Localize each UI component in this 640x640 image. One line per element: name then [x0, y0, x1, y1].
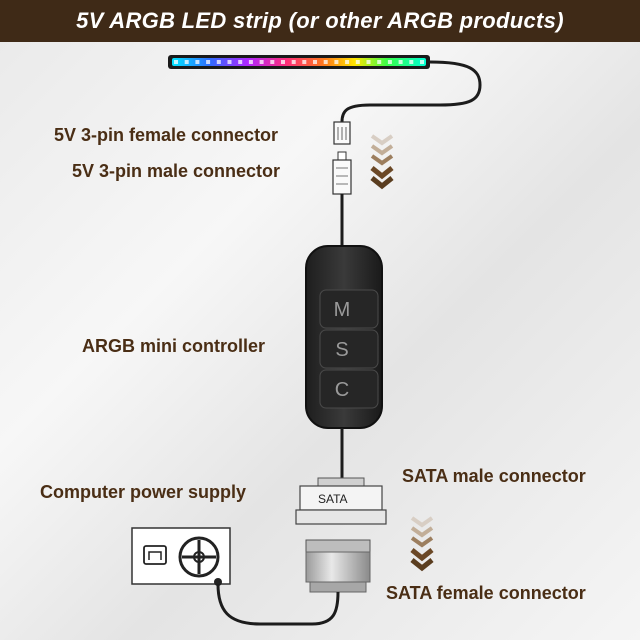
male-3pin-connector — [332, 151, 352, 195]
led-dot — [313, 60, 317, 64]
label-female-3pin: 5V 3-pin female connector — [54, 125, 279, 145]
controller-button-m[interactable]: M — [334, 299, 351, 321]
controller-button-c[interactable]: C — [335, 379, 349, 401]
sata-male-connector: SATA — [295, 477, 387, 525]
led-dot — [206, 60, 211, 64]
led-dot — [184, 60, 189, 64]
led-dot — [270, 60, 275, 64]
led-dot — [387, 60, 392, 64]
title-bar: 5V ARGB LED strip (or other ARGB product… — [0, 0, 640, 42]
led-dot — [366, 60, 371, 64]
led-dot — [377, 60, 382, 64]
led-dot — [195, 60, 200, 64]
controller-button-s[interactable]: S — [335, 339, 348, 361]
sata-plug-label: SATA — [318, 492, 348, 506]
psu-cable — [216, 583, 340, 626]
page-title: 5V ARGB LED strip (or other ARGB product… — [76, 8, 564, 33]
label-power-supply: Computer power supply — [40, 482, 247, 502]
sata-female-connector — [305, 539, 371, 593]
led-dot — [302, 60, 307, 64]
led-dot — [248, 60, 253, 64]
connector-arrows-top — [370, 134, 394, 190]
label-controller: ARGB mini controller — [82, 336, 266, 356]
led-dot — [259, 60, 264, 64]
led-dots — [174, 60, 424, 64]
led-dot — [420, 60, 424, 64]
led-dot — [174, 60, 178, 64]
led-dot — [409, 60, 414, 64]
led-dot — [281, 60, 285, 64]
connector-arrows-bottom — [410, 516, 434, 572]
label-male-3pin: 5V 3-pin male connector — [72, 161, 281, 181]
label-sata-female: SATA female connector — [386, 583, 586, 603]
label-sata-male: SATA male connector — [402, 466, 586, 486]
led-dot — [345, 60, 350, 64]
fan-icon — [178, 536, 220, 578]
led-strip — [168, 55, 430, 69]
led-dot — [334, 60, 339, 64]
led-dot — [398, 60, 403, 64]
strip-cable — [340, 60, 482, 123]
argb-mini-controller: M S C — [305, 245, 383, 429]
female-3pin-connector — [333, 121, 351, 145]
led-dot — [323, 60, 328, 64]
power-socket-icon — [143, 545, 167, 565]
led-dot — [227, 60, 232, 64]
led-dot — [216, 60, 221, 64]
computer-power-supply — [131, 527, 231, 586]
led-dot — [291, 60, 296, 64]
led-dot — [238, 60, 243, 64]
led-dot — [355, 60, 360, 64]
